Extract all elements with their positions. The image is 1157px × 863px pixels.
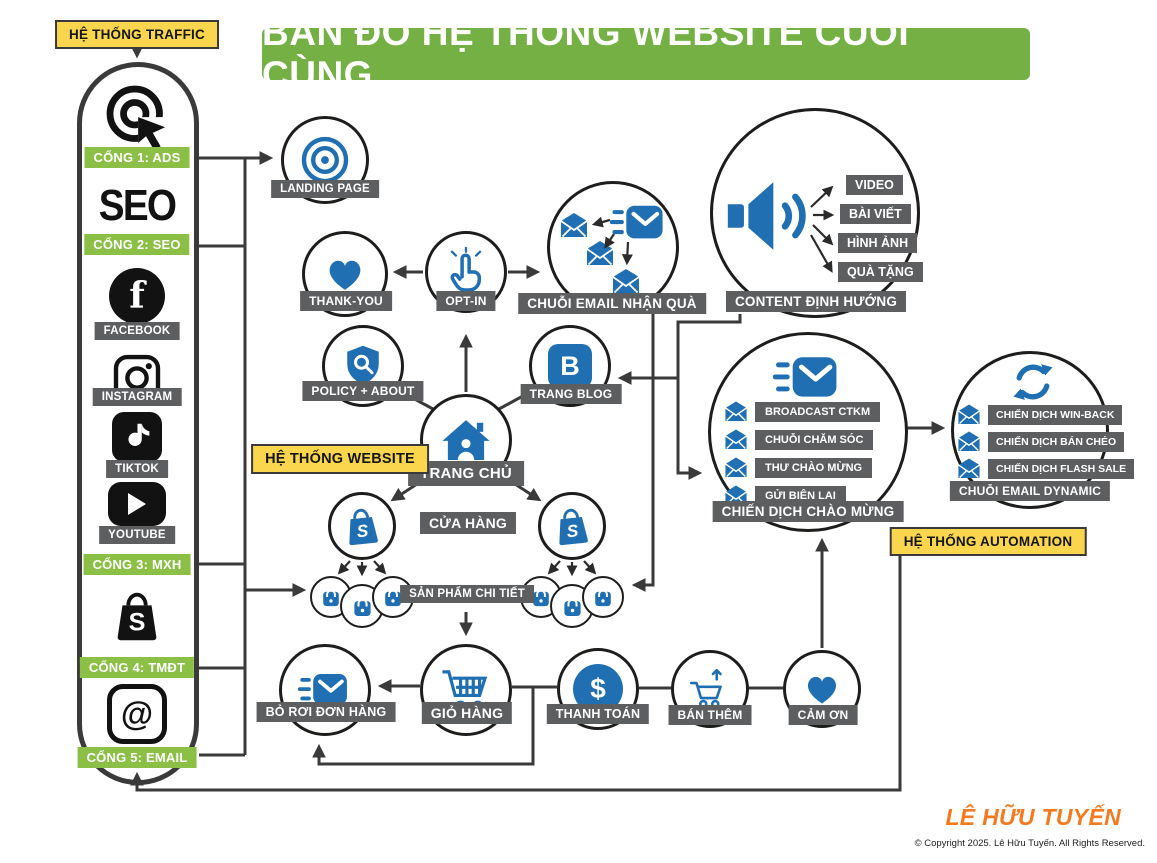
content-item-gift: QUÀ TẶNG [838,262,923,282]
ads-click-icon [101,80,173,152]
shopify-bag-icon: S [559,508,588,546]
facebook-letter: f [129,275,145,317]
youtube-label: YOUTUBE [99,526,175,544]
tiktok-icon [112,412,162,462]
email-sequence-icon [560,184,676,294]
facebook-label: FACEBOOK [94,322,180,340]
envelope-icon [723,455,749,481]
campaign-row: THƯ CHÀO MỪNG [723,455,873,481]
dynamic-email-label: CHUỖI EMAIL DYNAMIC [949,481,1111,501]
copyright-text: © Copyright 2025. Lê Hữu Tuyến. All Righ… [914,838,1145,849]
shopee-icon: S [106,585,168,647]
content-item-image: HÌNH ẢNH [838,233,918,253]
cart-label: GIỎ HÀNG [421,702,513,724]
gate-4-tmdt-label: CỔNG 4: TMĐT [79,657,195,678]
play-icon [128,493,146,515]
campaign-row-label: BROADCAST CTKM [755,402,881,422]
gift-email-sequence-node [547,181,679,313]
click-hand-icon [441,247,491,297]
seo-icon: SEO [98,181,177,230]
blogger-letter: B [560,350,580,381]
content-arrows [810,185,835,273]
dollar-glyph: $ [590,673,606,704]
campaign-row-label: THƯ CHÀO MỪNG [755,458,873,478]
landing-page-label: LANDING PAGE [271,180,379,198]
instagram-label: INSTAGRAM [92,388,182,406]
store-right-node: S [538,492,606,560]
email-at-icon: @ [107,684,167,744]
gate-5-email-label: CỔNG 5: EMAIL [77,747,197,768]
campaign-row: CHIẾN DỊCH FLASH SALE [956,456,1135,482]
abandoned-order-node [279,644,371,736]
store-label: CỬA HÀNG [419,512,517,534]
page-title: BẢN ĐỒ HỆ THỐNG WEBSITE CUỐI CÙNG [262,12,1030,95]
gate-3-mxh-label: CỔNG 3: MXH [83,554,191,575]
content-item-article: BÀI VIẾT [840,204,911,224]
policy-about-label: POLICY + ABOUT [302,381,424,401]
shopify-letter: S [566,520,580,541]
campaign-row-label: CHUỖI CHĂM SÓC [755,430,874,450]
website-system-label: HỆ THỐNG WEBSITE [251,444,429,474]
campaign-row: BROADCAST CTKM [723,399,881,425]
thank-label: CẢM ƠN [788,705,858,725]
envelope-icon [956,402,982,428]
campaign-row: CHIẾN DỊCH BÁN CHÉO [956,429,1125,455]
traffic-system-label: HỆ THỐNG TRAFFIC [55,20,219,49]
facebook-icon: f [109,268,165,324]
tiktok-label: TIKTOK [106,460,168,478]
gift-email-sequence-label: CHUỖI EMAIL NHẬN QUÀ [518,293,706,314]
content-node: VIDEO BÀI VIẾT HÌNH ẢNH QUÀ TẶNG [710,108,923,318]
campaign-row-label: CHIẾN DỊCH BÁN CHÉO [988,432,1125,452]
gate-1-ads-label: CỔNG 1: ADS [84,147,190,168]
content-item-video: VIDEO [846,175,903,195]
refresh-icon [1007,356,1059,408]
welcome-campaign-label: CHIẾN DỊCH CHÀO MỪNG [712,501,904,522]
youtube-icon [108,482,166,526]
at-glyph: @ [120,695,154,732]
shopify-letter: S [356,520,370,541]
opt-in-label: OPT-IN [436,291,496,311]
shopee-letter: S [129,609,146,637]
bag-icon [590,584,616,610]
campaign-row-label: CHIẾN DỊCH FLASH SALE [988,459,1135,479]
campaign-row-label: CHIẾN DỊCH WIN-BACK [988,405,1123,425]
product-node [582,576,624,618]
automation-system-label: HỆ THỐNG AUTOMATION [889,527,1087,556]
thank-you-label: THANK-YOU [300,291,392,311]
envelope-icon [723,427,749,453]
campaign-row: CHIẾN DỊCH WIN-BACK [956,402,1123,428]
campaign-row: CHUỖI CHĂM SÓC [723,427,874,453]
upsell-label: BÁN THÊM [668,705,752,725]
envelope-icon [956,429,982,455]
abandoned-order-label: BỎ RƠI ĐƠN HÀNG [256,702,396,722]
content-label: CONTENT ĐỊNH HƯỚNG [725,291,907,312]
blog-label: TRANG BLOG [520,384,622,404]
heart-icon [801,668,843,710]
blogger-icon: B [548,344,592,388]
welcome-campaign-node: BROADCAST CTKM CHUỖI CHĂM SÓC THƯ CHÀO M… [708,332,908,532]
product-detail-label: SẢN PHẨM CHI TIẾT [400,585,534,603]
envelope-icon [723,399,749,425]
shopify-bag-icon: S [349,508,378,546]
homepage-label: TRANG CHỦ [408,461,524,486]
payment-label: THANH TOÁN [546,704,650,724]
author-brand: LÊ HỮU TUYẾN [945,804,1121,830]
envelope-icon [956,456,982,482]
store-left-node: S [328,492,396,560]
gate-2-seo-label: CỔNG 2: SEO [84,234,190,255]
